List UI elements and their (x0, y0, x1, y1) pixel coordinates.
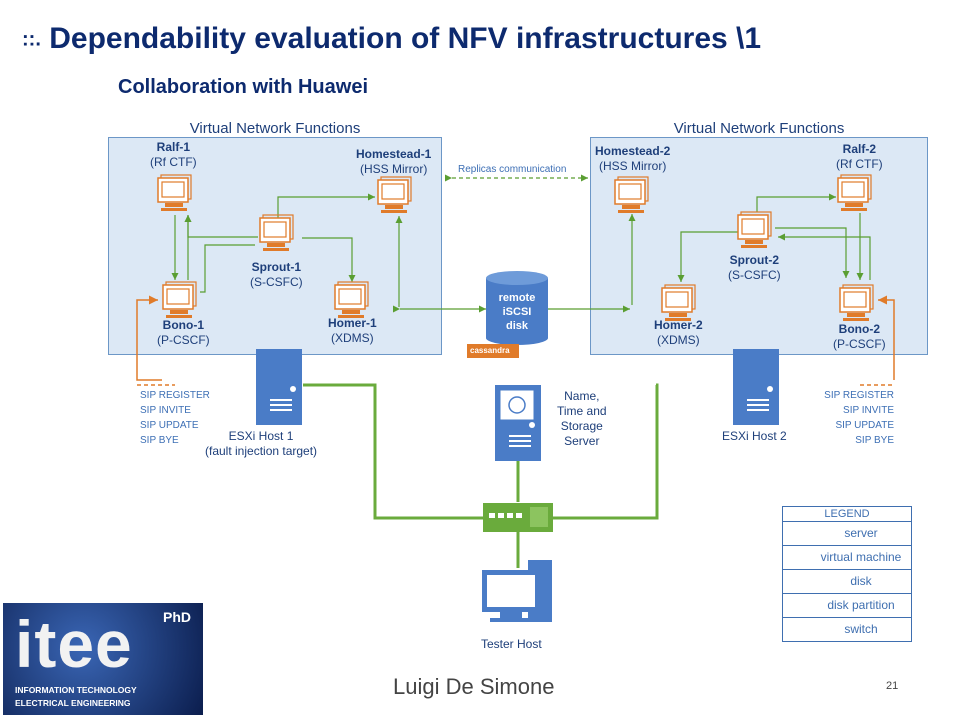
sip-left-arrow (136, 295, 162, 381)
label-homestead2: Homestead-2(HSS Mirror) (595, 144, 671, 173)
logo-line1: INFORMATION TECHNOLOGY (15, 685, 137, 695)
cassandra-label: cassandra (470, 346, 510, 355)
slide-title: ::. Dependability evaluation of NFV infr… (22, 22, 761, 56)
legend-row-partition: disk partition (783, 594, 911, 618)
label-ralf2: Ralf-2(Rf CTF) (836, 142, 883, 171)
net-esxi2-switch (553, 383, 659, 520)
sip-right-arrow (878, 295, 895, 380)
esxi2-server-icon (733, 349, 779, 425)
vm-ralf2-icon (837, 174, 872, 212)
vm-sprout1-icon (259, 214, 294, 252)
link-sprout1-ralf1 (184, 215, 258, 238)
disk-label: remote iSCSI disk (498, 292, 536, 332)
label-homer2: Homer-2(XDMS) (654, 318, 703, 347)
legend-row-server: server (783, 522, 911, 546)
page-number: 21 (886, 680, 899, 692)
label-homer1: Homer-1(XDMS) (328, 316, 377, 345)
link-sprout1-bono1 (200, 244, 255, 293)
logo-text: itee (15, 607, 133, 681)
author-name: Luigi De Simone (393, 674, 555, 699)
link-sprout2-ralf2 (756, 193, 836, 212)
tester-host-icon (482, 560, 552, 622)
link-sprout2-homer2 (677, 231, 740, 282)
nts-label: Name, Time and Storage Server (557, 389, 607, 448)
link-sprout1-homestead1 (277, 193, 375, 218)
vm-homestead2-icon (614, 176, 649, 214)
link-sprout1-homer1 (302, 237, 356, 282)
logo-badge: PhD (163, 609, 191, 625)
itee-logo: PhD itee INFORMATION TECHNOLOGY ELECTRIC… (3, 603, 203, 715)
vm-homer2-icon (661, 284, 696, 322)
vm-bono2-icon (839, 284, 874, 322)
label-sprout2: Sprout-2(S-CSFC) (728, 253, 781, 282)
vm-homestead1-icon (377, 176, 412, 214)
vm-homer1-icon (334, 281, 369, 319)
vm-bono1-icon (162, 281, 197, 319)
label-bono1: Bono-1(P-CSCF) (157, 318, 210, 347)
cassandra-partition (467, 344, 519, 358)
replicas-label: Replicas communication (458, 164, 567, 175)
esxi1-label: ESXi Host 1 (fault injection target) (205, 429, 318, 458)
title-text: Dependability evaluation of NFV infrastr… (49, 22, 762, 55)
label-bono2: Bono-2(P-CSCF) (833, 322, 886, 351)
label-homestead1: Homestead-1(HSS Mirror) (356, 147, 432, 176)
nts-server-icon (495, 385, 541, 461)
disk-icon (467, 271, 548, 358)
legend: LEGEND server virtual machine disk disk … (782, 506, 912, 642)
vm-sprout2-icon (737, 211, 772, 249)
legend-row-disk: disk (783, 570, 911, 594)
label-sprout1: Sprout-1(S-CSFC) (250, 260, 303, 289)
link-bono2-sprout2 (778, 233, 871, 280)
logo-line2: ELECTRICAL ENGINEERING (15, 698, 131, 708)
esxi1-server-icon (256, 349, 302, 425)
title-prefix: ::. (22, 28, 41, 51)
legend-title: LEGEND (783, 507, 911, 522)
legend-row-switch: switch (844, 622, 878, 636)
label-ralf1: Ralf-1(Rf CTF) (150, 140, 197, 169)
left-panel-title: Virtual Network Functions (189, 120, 361, 137)
right-panel-title: Virtual Network Functions (673, 120, 845, 137)
tester-label: Tester Host (481, 637, 542, 651)
legend-row-vm: virtual machine (783, 546, 911, 570)
vm-ralf1-icon (157, 174, 192, 212)
slide-subtitle: Collaboration with Huawei (118, 76, 369, 98)
esxi2-label: ESXi Host 2 (722, 429, 787, 443)
link-sprout2-bono2 (775, 227, 850, 278)
net-esxi1-switch (303, 383, 483, 520)
switch-icon (483, 503, 553, 532)
